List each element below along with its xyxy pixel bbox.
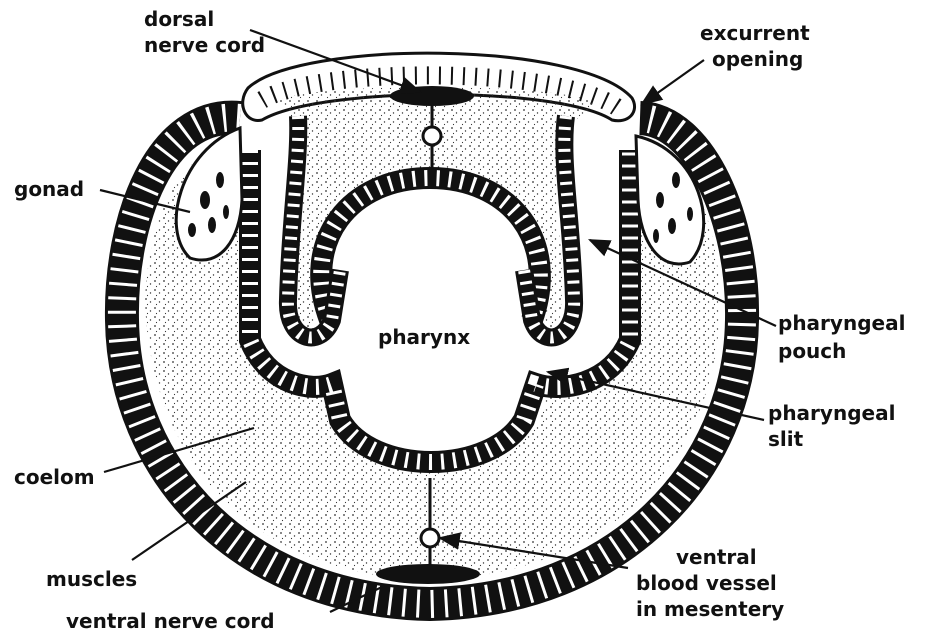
- label-dorsal-nerve-cord: dorsal nerve cord: [144, 7, 265, 57]
- label-pharynx: pharynx: [378, 325, 470, 349]
- svg-text:slit: slit: [768, 427, 804, 451]
- svg-text:excurrent: excurrent: [700, 21, 810, 45]
- svg-text:pouch: pouch: [778, 339, 846, 363]
- ventral-nerve-cord: [376, 564, 480, 584]
- label-coelom: coelom: [14, 465, 95, 489]
- label-pharyngeal-pouch: pharyngeal pouch: [778, 311, 905, 363]
- svg-text:in mesentery: in mesentery: [636, 597, 784, 621]
- dorsal-nerve-cord: [390, 86, 474, 106]
- svg-text:blood vessel: blood vessel: [636, 571, 777, 595]
- svg-text:opening: opening: [712, 47, 803, 71]
- svg-text:pharyngeal: pharyngeal: [778, 311, 905, 335]
- label-ventral-blood-vessel: ventral blood vessel in mesentery: [636, 545, 784, 621]
- label-excurrent-opening: excurrent opening: [700, 21, 810, 71]
- label-pharyngeal-slit: pharyngeal slit: [768, 401, 895, 451]
- dorsal-vessel: [423, 127, 441, 145]
- svg-text:pharyngeal: pharyngeal: [768, 401, 895, 425]
- svg-text:ventral: ventral: [676, 545, 757, 569]
- svg-text:dorsal: dorsal: [144, 7, 214, 31]
- label-gonad: gonad: [14, 177, 84, 201]
- ventral-blood-vessel: [421, 529, 439, 547]
- svg-text:nerve cord: nerve cord: [144, 33, 265, 57]
- label-ventral-nerve-cord: ventral nerve cord: [66, 609, 275, 633]
- label-muscles: muscles: [46, 567, 137, 591]
